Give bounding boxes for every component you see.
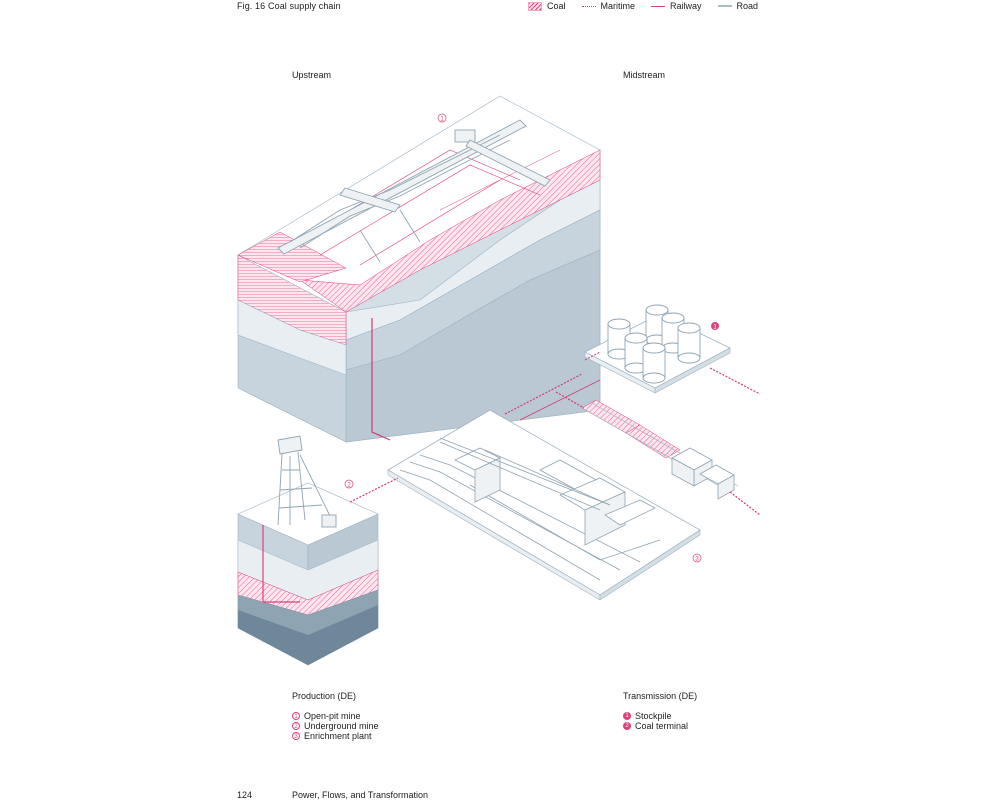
thick-line-swatch-icon [717,5,732,7]
marker-label: 1 [713,324,717,330]
figure-title: Coal supply chain [268,1,341,11]
open-pit-mine-block [237,95,601,443]
page-number: 124 [237,790,253,800]
flow-connections [349,318,761,516]
number-marker-icon: 2 [623,722,631,730]
number-marker-icon: 2 [292,722,300,730]
stockpile [584,304,731,394]
marker-underground: 2 [344,479,354,489]
marker-label: 1 [440,116,444,122]
coal-terminal [581,399,739,500]
legend-label: Maritime [600,1,636,11]
list-item: 2 Underground mine [292,721,379,731]
underground-mine-block [237,435,379,666]
number-marker-icon: 1 [292,712,300,720]
list-item-label: Enrichment plant [304,731,372,741]
list-item-label: Stockpile [635,711,672,721]
list-item: 1 Stockpile [623,711,688,721]
marker-enrichment: 3 [692,553,702,563]
figure-number: Fig. 16 [237,1,266,11]
number-marker-icon: 1 [623,712,631,720]
legend: Coal Maritime Railway Road [528,1,758,11]
section-upstream: Upstream [292,70,332,80]
legend-item-maritime: Maritime [581,1,636,11]
legend-label: Road [736,1,759,11]
coal-hatch-swatch-icon [528,1,542,11]
enrichment-plant [387,409,701,601]
legend-label: Railway [670,1,702,11]
list-item-label: Open-pit mine [304,711,361,721]
marker-stockpile: 1 [711,322,719,330]
legend-item-road: Road [717,1,759,11]
marker-label: 2 [347,482,351,488]
list-item-label: Underground mine [304,721,379,731]
list-item-label: Coal terminal [635,721,689,731]
number-marker-icon: 3 [292,732,300,740]
transmission-heading: Transmission (DE) [623,691,698,701]
running-title: Power, Flows, and Transformation [292,790,429,800]
marker-label: 3 [695,556,699,562]
transmission-list: 1 Stockpile 2 Coal terminal [623,711,688,731]
section-midstream: Midstream [623,70,666,80]
legend-item-railway: Railway [651,1,702,11]
production-list: 1 Open-pit mine 2 Underground mine 3 Enr… [292,711,379,741]
list-item: 3 Enrichment plant [292,731,379,741]
list-item: 2 Coal terminal [623,721,688,731]
list-item: 1 Open-pit mine [292,711,379,721]
legend-item-coal: Coal [528,1,566,11]
marker-open-pit: 1 [437,113,447,123]
production-heading: Production (DE) [292,691,357,701]
dotted-line-swatch-icon [581,5,596,7]
legend-label: Coal [547,1,566,11]
thin-line-swatch-icon [651,5,666,7]
